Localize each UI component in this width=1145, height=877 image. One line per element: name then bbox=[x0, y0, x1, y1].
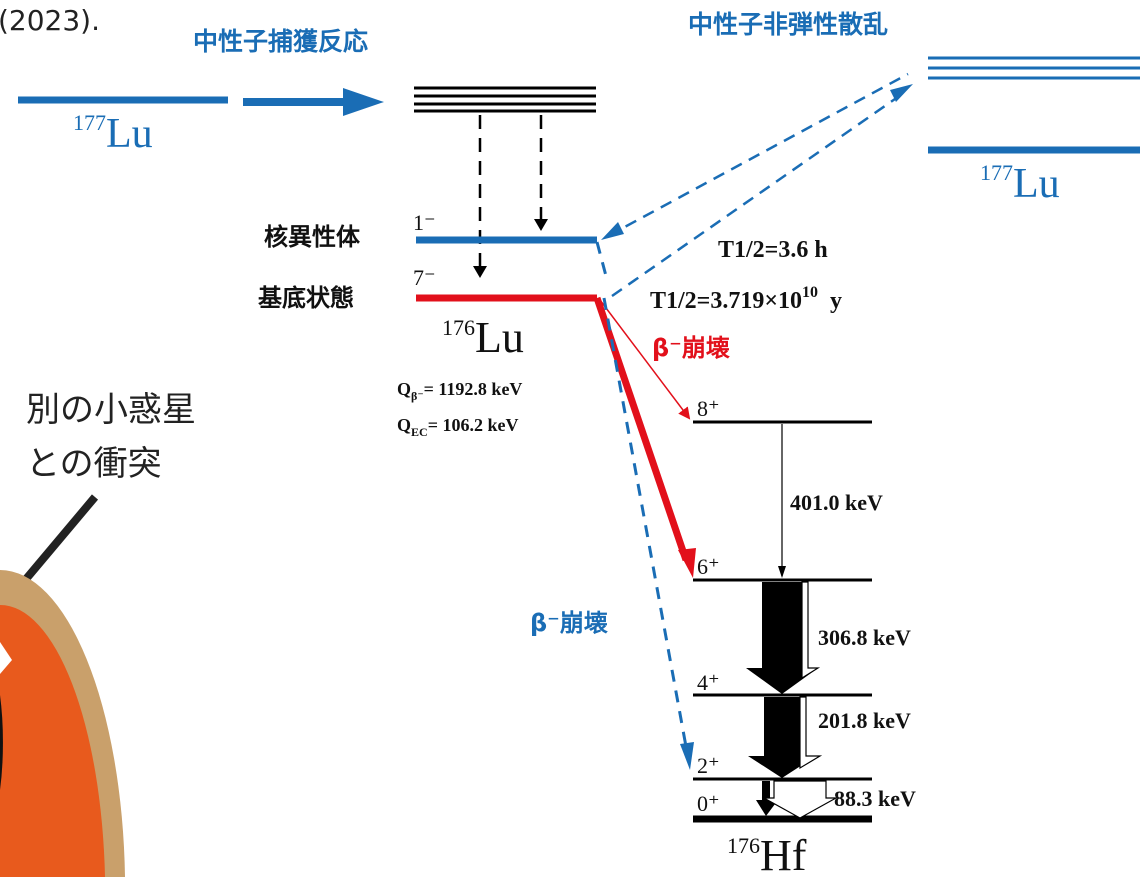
q-beta-sub: β⁻ bbox=[411, 389, 424, 403]
capture-states bbox=[414, 88, 596, 111]
asteroid-note-line1: 別の小惑星 bbox=[26, 390, 196, 430]
gamma-4-2-conversion bbox=[800, 697, 820, 768]
inelastic-scattering-title: 中性子非弾性散乱 bbox=[688, 10, 888, 39]
q-beta-number: = 1192.8 keV bbox=[424, 379, 523, 399]
inelastic-path-upper bbox=[608, 74, 908, 236]
inelastic-arrowhead-isomer bbox=[601, 222, 624, 240]
asteroid-cross-section-image bbox=[0, 570, 125, 877]
hf176-label: 176Hf bbox=[727, 831, 807, 877]
lu177-left-label: 177Lu bbox=[73, 110, 153, 157]
ground-halflife-base: T1/2=3.719×10 bbox=[650, 288, 802, 314]
q-ec-prefix: Q bbox=[397, 415, 411, 435]
hf-spin-0plus: 0⁺ bbox=[697, 791, 720, 816]
beta-decay-red-label: β⁻崩壊 bbox=[652, 334, 730, 362]
hf176-mass: 176 bbox=[727, 833, 760, 858]
hf-spin-8plus: 8⁺ bbox=[697, 396, 720, 421]
q-ec-sub: EC bbox=[411, 425, 428, 439]
lu177-right-symbol: Lu bbox=[1013, 161, 1060, 207]
inelastic-path-lower bbox=[612, 92, 905, 296]
q-beta-value: Qβ⁻= 1192.8 keV bbox=[397, 379, 522, 403]
caption-fragment: (2023). bbox=[0, 4, 100, 37]
hf-spin-4plus: 4⁺ bbox=[697, 670, 720, 695]
ground-halflife: T1/2=3.719×1010 y bbox=[650, 284, 842, 314]
gamma-energy-201: 201.8 keV bbox=[818, 708, 911, 733]
gamma-6-4-conversion bbox=[802, 582, 818, 678]
capture-arrow-head bbox=[343, 88, 384, 116]
isomer-halflife: T1/2=3.6 h bbox=[718, 237, 828, 263]
lu177-right-mass: 177 bbox=[980, 160, 1013, 185]
asteroid-note-line2: との衝突 bbox=[26, 444, 162, 484]
lu176-label: 176Lu bbox=[442, 313, 524, 362]
gamma-2-0-conversion bbox=[764, 781, 836, 818]
hf-spin-6plus: 6⁺ bbox=[697, 554, 720, 579]
hf-spin-2plus: 2⁺ bbox=[697, 753, 720, 778]
q-ec-number: = 106.2 keV bbox=[428, 415, 519, 435]
ground-label: 基底状態 bbox=[258, 284, 354, 312]
lu177-right-label: 177Lu bbox=[980, 160, 1060, 207]
gamma-energy-401: 401.0 keV bbox=[790, 490, 883, 515]
beta-decay-to-6plus-head bbox=[678, 548, 696, 578]
q-ec-value: QEC= 106.2 keV bbox=[397, 415, 518, 439]
isomer-spin: 1⁻ bbox=[413, 210, 436, 235]
isomer-beta-decay-head bbox=[680, 742, 694, 770]
gamma-energy-306: 306.8 keV bbox=[818, 625, 911, 650]
lu176-mass: 176 bbox=[442, 315, 475, 340]
lu176-symbol: Lu bbox=[475, 313, 524, 362]
ground-halflife-unit: y bbox=[830, 288, 842, 314]
isomer-decay-short bbox=[597, 242, 606, 276]
lu177-left-symbol: Lu bbox=[106, 111, 153, 157]
gamma-energy-88: 88.3 keV bbox=[834, 786, 916, 811]
beta-decay-blue-label: β⁻崩壊 bbox=[530, 609, 608, 637]
isomer-label: 核異性体 bbox=[264, 223, 361, 251]
lu177-right-levels bbox=[928, 58, 1140, 150]
lu177-left-mass: 177 bbox=[73, 110, 106, 135]
q-beta-prefix: Q bbox=[397, 379, 411, 399]
capture-reaction-title: 中性子捕獲反応 bbox=[193, 27, 368, 56]
hf176-symbol: Hf bbox=[760, 831, 807, 877]
ground-spin: 7⁻ bbox=[413, 265, 436, 290]
ground-halflife-exp: 10 bbox=[802, 284, 818, 301]
gamma-8-6-head bbox=[778, 566, 786, 578]
